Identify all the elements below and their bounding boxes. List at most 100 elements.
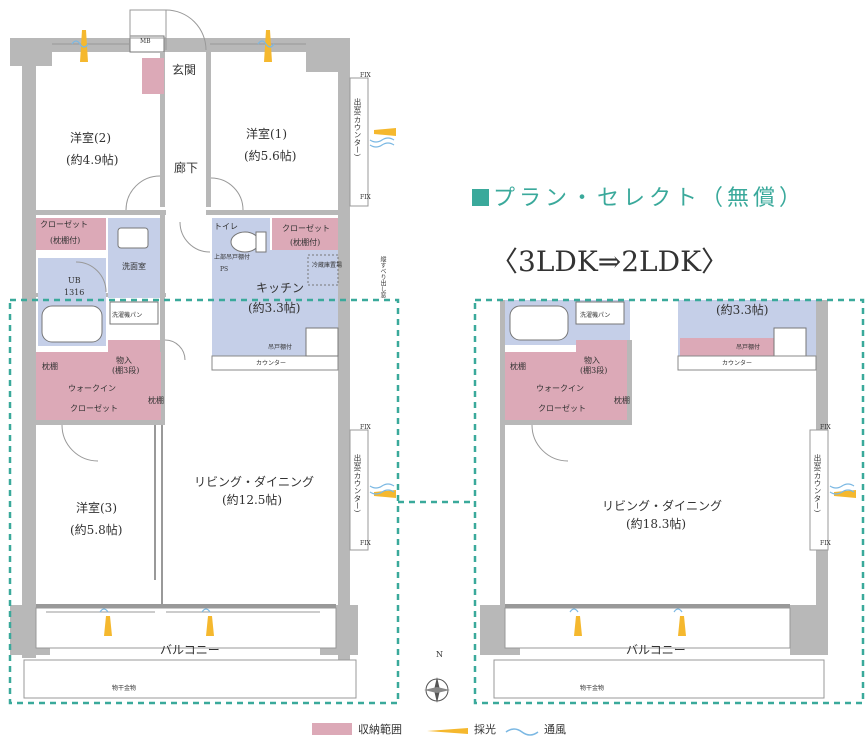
fridge-space — [307, 254, 339, 286]
plan-select-title: プラン・セレクト（無償） — [472, 180, 805, 212]
alt-storage-shelf — [576, 340, 628, 368]
fix-label-4: FIX — [360, 540, 371, 547]
shelf-label: 枕棚 — [148, 396, 164, 405]
balcony-area — [35, 607, 337, 649]
living-name: リビング・ダイニング — [194, 475, 315, 489]
title-square-icon — [472, 189, 489, 206]
sink — [117, 227, 149, 249]
closet-left-label: クローゼット — [40, 220, 88, 229]
wall-top-left — [10, 38, 320, 52]
alt-stove — [773, 327, 807, 357]
ub-label: UB — [68, 276, 81, 285]
genkan-label: 玄関 — [172, 63, 197, 77]
compass-label: N — [436, 650, 443, 659]
fix-label-2: FIX — [360, 194, 371, 201]
shoe-box — [142, 58, 164, 94]
alt-counter-label: カウンター — [722, 360, 753, 367]
wall-int-4 — [206, 210, 338, 215]
bathtub — [41, 305, 103, 343]
light-legend-icon — [427, 728, 468, 734]
entrance-door-arc — [165, 9, 207, 51]
alt-drying-label: 物干金物 — [580, 685, 605, 692]
left-floor-plan — [10, 9, 396, 699]
alt-balcony-label: バルコニー — [626, 643, 686, 657]
balcony-rail — [23, 659, 357, 699]
alt-bathtub — [509, 305, 569, 341]
door-ub — [75, 261, 107, 293]
alt-shelf-label: 枕棚 — [614, 396, 630, 405]
storage-shelf — [108, 340, 160, 368]
walkin2-label: クローゼット — [70, 404, 118, 413]
storage-label: 物入 — [116, 356, 132, 365]
alt-bay-window-label: 出窓(カウンター) — [813, 454, 822, 513]
door-ldk — [164, 339, 186, 361]
wall-corner-tl — [10, 38, 52, 66]
legend-storage: 収納範囲 — [312, 721, 402, 737]
pillow-shelf-label: 枕棚 — [42, 362, 58, 371]
entrance-top-wall — [129, 9, 167, 39]
mb-label: MB — [140, 38, 151, 45]
ps-label: PS — [220, 266, 229, 273]
alt-bay-window — [809, 429, 829, 551]
living-size: (約12.5帖) — [222, 493, 283, 507]
closet-right-label: クローゼット — [282, 224, 330, 233]
title-text: プラン・セレクト（無償） — [493, 186, 806, 211]
washer-label: 洗濯機パン — [112, 312, 143, 319]
western2-size: (約4.9帖) — [66, 153, 119, 167]
alt-storage-label: 物入 — [584, 356, 600, 365]
western1-size: (約5.6帖) — [244, 149, 297, 163]
door-w2 — [125, 175, 161, 211]
fix-label-1: FIX — [360, 72, 371, 79]
western3-name: 洋室(3) — [76, 501, 117, 515]
alt-living-name: リビング・ダイニング — [602, 499, 723, 513]
door-toilet — [179, 221, 211, 253]
counter-label: カウンター — [256, 360, 287, 367]
selection-outline-left — [8, 298, 400, 705]
bay-window-upper-label: 出窓(カウンター) — [353, 98, 362, 157]
toilet-shelf-label: 上部吊戸棚付 — [214, 254, 251, 261]
alt-storage-sub: (棚3段) — [580, 366, 608, 375]
corridor-label: 廊下 — [174, 161, 199, 175]
drying-label: 物干金物 — [112, 685, 137, 692]
western2-name: 洋室(2) — [70, 131, 111, 145]
wind-indicators — [71, 40, 395, 613]
bay-window-lower-label: 出窓(カウンター) — [353, 454, 362, 513]
alt-pillow-shelf-label: 枕棚 — [510, 362, 526, 371]
alt-walkin-label: ウォークイン — [536, 384, 584, 393]
alt-washer-label: 洗濯機パン — [580, 312, 611, 319]
kitchen-area — [212, 250, 338, 326]
wall-int-6 — [160, 215, 165, 425]
storage-sub: (棚3段) — [112, 366, 140, 375]
alt-kitchen-size: (約3.3帖) — [716, 303, 769, 317]
western1-name: 洋室(1) — [246, 127, 287, 141]
closet-left — [36, 218, 106, 250]
alt-kitchen-cabinet — [680, 338, 780, 356]
bay-window-upper — [349, 77, 369, 207]
hanging-cabinet-label: 吊戸棚付 — [268, 344, 293, 351]
wall-int-1 — [160, 52, 165, 207]
alt-fix-label-1: FIX — [820, 424, 831, 431]
kitchen-size: (約3.3帖) — [248, 301, 301, 315]
selection-outline-right — [473, 298, 865, 705]
storage-swatch-icon — [312, 723, 352, 735]
stove — [305, 327, 339, 357]
toilet-bowl — [230, 231, 260, 253]
ub-size: 1316 — [64, 288, 85, 297]
alt-living-size: (約18.3帖) — [626, 517, 687, 531]
balcony-label: バルコニー — [160, 643, 220, 657]
legend-storage-label: 収納範囲 — [358, 723, 402, 736]
bay-window-lower — [349, 429, 369, 551]
alt-fix-label-2: FIX — [820, 540, 831, 547]
right-floor-plan — [480, 300, 856, 699]
walkin-label: ウォークイン — [68, 384, 116, 393]
alt-walkin2-label: クローゼット — [538, 404, 586, 413]
closet-right — [272, 218, 338, 250]
vertical-window-label: 縦すべり出し窓 — [379, 256, 386, 298]
compass-icon — [424, 677, 450, 703]
washroom-label: 洗面室 — [122, 262, 146, 271]
wall-corner-tr — [306, 38, 350, 72]
wind-legend-icon — [505, 728, 539, 736]
toilet-label: トイレ — [214, 222, 238, 231]
wall-int-2 — [206, 52, 211, 207]
